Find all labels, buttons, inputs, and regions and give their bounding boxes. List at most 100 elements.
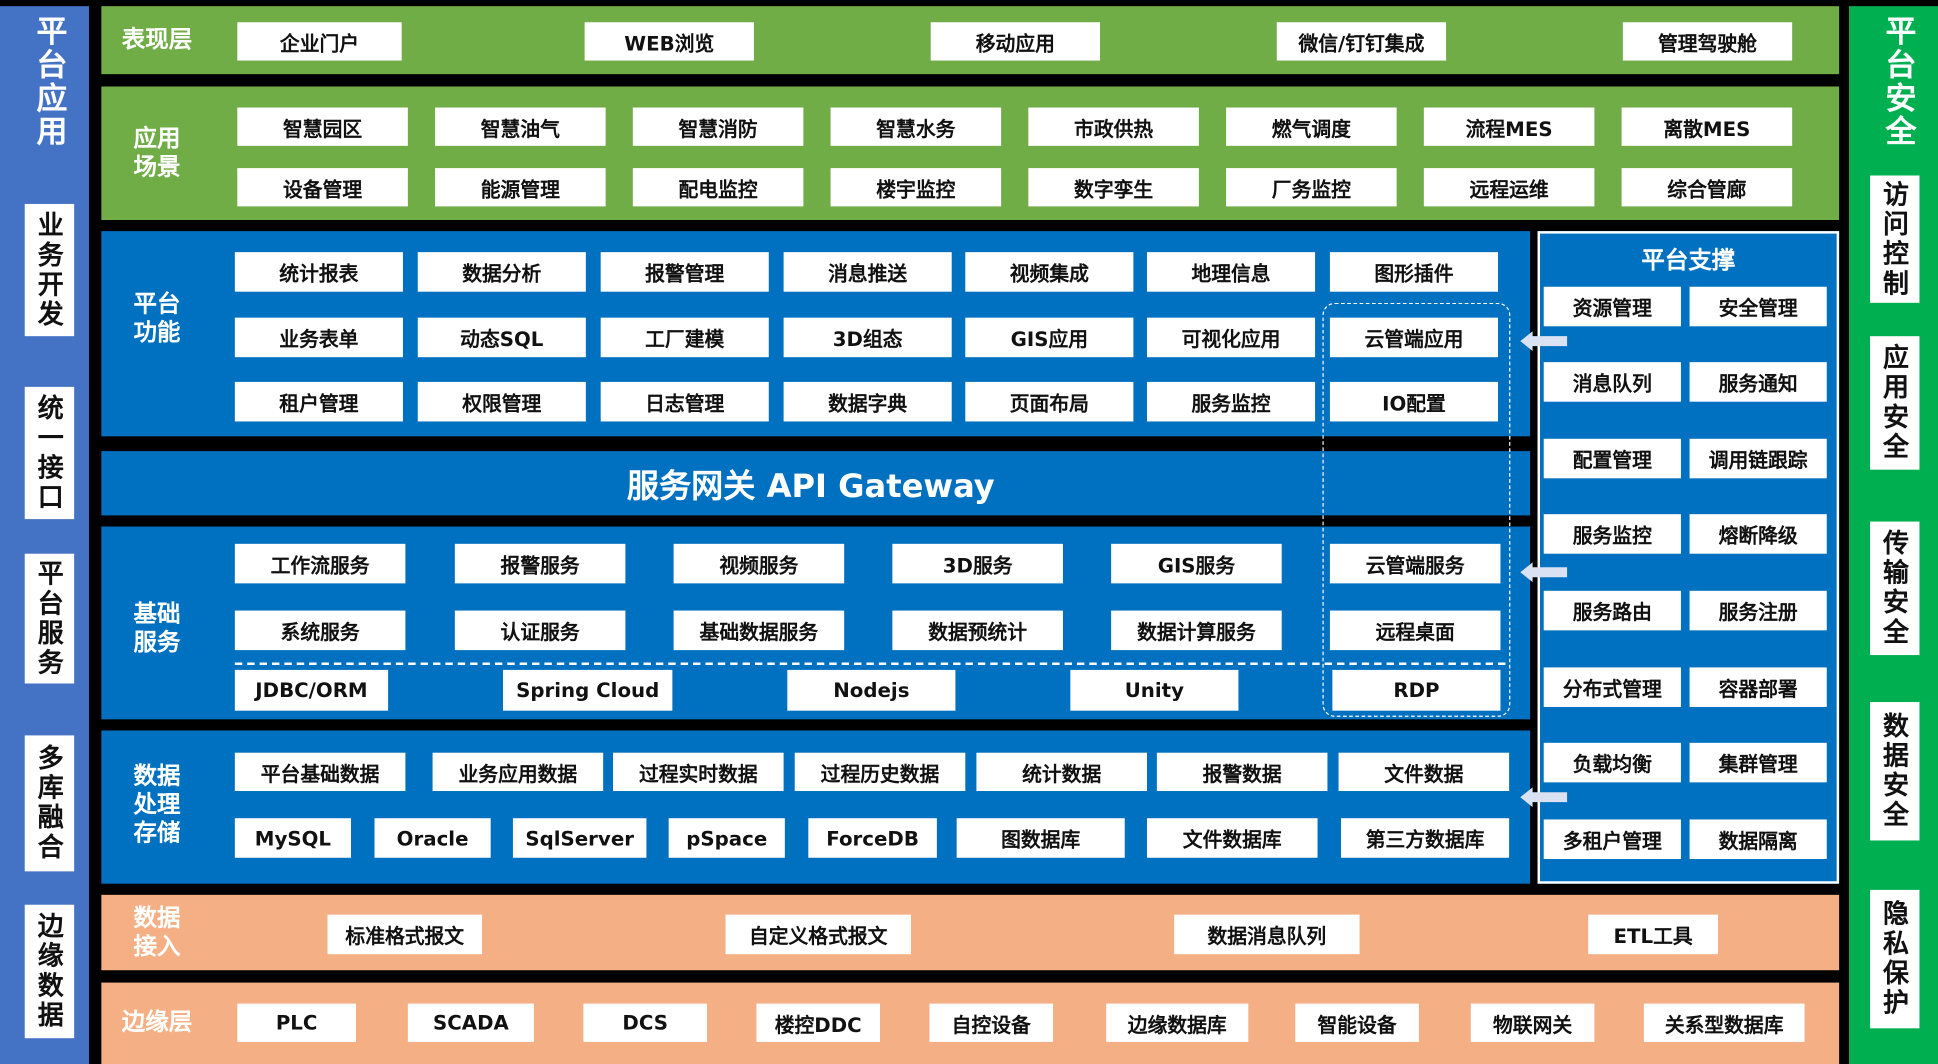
base-service-item: 远程桌面: [1329, 610, 1501, 651]
left-bar-item: 业务开发: [24, 203, 75, 337]
gateway-layer: [101, 451, 1531, 516]
scenario-item: 厂务监控: [1226, 168, 1397, 207]
support-item: 分布式管理: [1543, 667, 1681, 707]
access-item: ETL工具: [1588, 914, 1718, 955]
scenario-item: 远程运维: [1423, 168, 1595, 207]
function-item: 业务表单: [234, 317, 403, 358]
scenario-item: 流程MES: [1423, 107, 1595, 146]
scenario-item: 配电监控: [632, 168, 804, 207]
support-item: 容器部署: [1689, 667, 1827, 707]
cloud-group-outline: [1322, 302, 1511, 717]
support-item: 安全管理: [1689, 286, 1827, 327]
arrow-left-icon: [1520, 562, 1568, 583]
arrow-left-icon: [1520, 331, 1568, 352]
support-item: 资源管理: [1543, 286, 1681, 327]
function-item: 租户管理: [234, 381, 403, 422]
function-item: 工厂建模: [600, 317, 769, 358]
base-service-item: 数据预统计: [892, 610, 1063, 651]
base-service-item: 报警服务: [454, 543, 626, 584]
function-label: 平台 功能: [133, 290, 181, 347]
left-bar-item: 统一接口: [24, 386, 75, 520]
edge-item: 自控设备: [929, 1003, 1054, 1042]
presentation-item: 管理驾驶舱: [1622, 22, 1793, 61]
presentation-item: 移动应用: [930, 22, 1101, 61]
scenario-label: 应用 场景: [133, 124, 181, 181]
presentation-item: 企业门户: [237, 22, 402, 61]
support-item: 服务监控: [1543, 514, 1681, 554]
function-item: 统计报表: [234, 252, 403, 292]
presentation-item: WEB浏览: [584, 22, 754, 61]
edge-label: 边缘层: [121, 1008, 193, 1036]
edge-item: 边缘数据库: [1106, 1003, 1249, 1042]
edge-item: 物联网关: [1470, 1003, 1595, 1042]
function-item: 服务监控: [1146, 381, 1316, 422]
base-service-item: GIS服务: [1111, 543, 1282, 584]
left-bar-item: 边缘数据: [24, 904, 75, 1039]
support-title: 平台支撑: [1641, 247, 1736, 275]
left-bar-item: 平台服务: [24, 553, 75, 684]
function-item: GIS应用: [965, 317, 1134, 358]
base-service-item: 认证服务: [454, 610, 626, 651]
database-item: pSpace: [668, 818, 785, 858]
scenario-item: 设备管理: [237, 168, 408, 207]
right-bar-title: 平台安全: [1881, 14, 1917, 149]
base-service-item: 系统服务: [234, 610, 406, 651]
data-type-item: 过程实时数据: [613, 752, 784, 792]
scenario-item: 智慧油气: [435, 107, 606, 146]
scenario-item: 燃气调度: [1226, 107, 1397, 146]
support-item: 数据隔离: [1689, 819, 1827, 859]
database-item: MySQL: [234, 818, 352, 858]
left-bar-title: 平台应用: [32, 14, 68, 149]
scenario-item: 能源管理: [435, 168, 606, 207]
access-item: 数据消息队列: [1174, 914, 1360, 955]
function-item: 数据分析: [417, 252, 586, 292]
support-item: 调用链跟踪: [1689, 438, 1827, 479]
scenario-item: 智慧消防: [632, 107, 804, 146]
database-item: 图数据库: [956, 818, 1125, 858]
edge-item: 楼控DDC: [756, 1003, 881, 1042]
function-item: 动态SQL: [417, 317, 586, 358]
support-item: 消息队列: [1543, 362, 1681, 402]
support-item: 服务路由: [1543, 590, 1681, 631]
scenario-item: 综合管廊: [1621, 168, 1793, 207]
support-item: 配置管理: [1543, 438, 1681, 479]
scenario-item: 智慧园区: [237, 107, 408, 146]
base-service-item: 数据计算服务: [1111, 610, 1282, 651]
function-item: 日志管理: [600, 381, 769, 422]
separator-dashed-line: [234, 662, 1506, 665]
function-item: 数据字典: [783, 381, 952, 422]
tech-stack-item: Unity: [1070, 669, 1239, 711]
function-item: 视频集成: [965, 252, 1134, 292]
database-item: 第三方数据库: [1341, 818, 1510, 858]
gateway-title: 服务网关 API Gateway: [626, 467, 995, 505]
base-service-item: 工作流服务: [234, 543, 406, 584]
right-bar-item: 数据安全: [1870, 702, 1920, 841]
support-item: 服务注册: [1689, 590, 1827, 631]
scenario-item: 楼宇监控: [830, 168, 1002, 207]
right-bar-item: 应用安全: [1870, 336, 1920, 470]
data-type-item: 过程历史数据: [794, 752, 966, 792]
arrow-left-icon: [1520, 787, 1568, 808]
data-type-item: 业务应用数据: [432, 752, 604, 792]
database-item: SqlServer: [512, 818, 647, 858]
function-item: 地理信息: [1146, 252, 1316, 292]
right-bar-item: 传输安全: [1870, 521, 1920, 656]
presentation-item: 微信/钉钉集成: [1276, 22, 1447, 61]
database-item: 文件数据库: [1146, 818, 1318, 858]
tech-stack-item: Nodejs: [787, 669, 956, 711]
function-item: 可视化应用: [1146, 317, 1316, 358]
scenario-item: 智慧水务: [830, 107, 1002, 146]
edge-item: DCS: [583, 1003, 707, 1042]
base-label: 基础 服务: [133, 600, 181, 657]
edge-item: 智能设备: [1295, 1003, 1419, 1042]
base-service-item: 3D服务: [892, 543, 1063, 584]
data-type-item: 统计数据: [976, 752, 1147, 792]
data-type-item: 平台基础数据: [234, 752, 406, 792]
base-service-item: 视频服务: [673, 543, 845, 584]
edge-item: 关系型数据库: [1643, 1003, 1805, 1042]
function-item: 云管端应用: [1329, 317, 1498, 358]
tech-stack-item: RDP: [1332, 669, 1501, 711]
left-bar-item: 多库融合: [24, 735, 75, 872]
scenario-item: 数字孪生: [1028, 168, 1199, 207]
presentation-label: 表现层: [121, 25, 193, 54]
